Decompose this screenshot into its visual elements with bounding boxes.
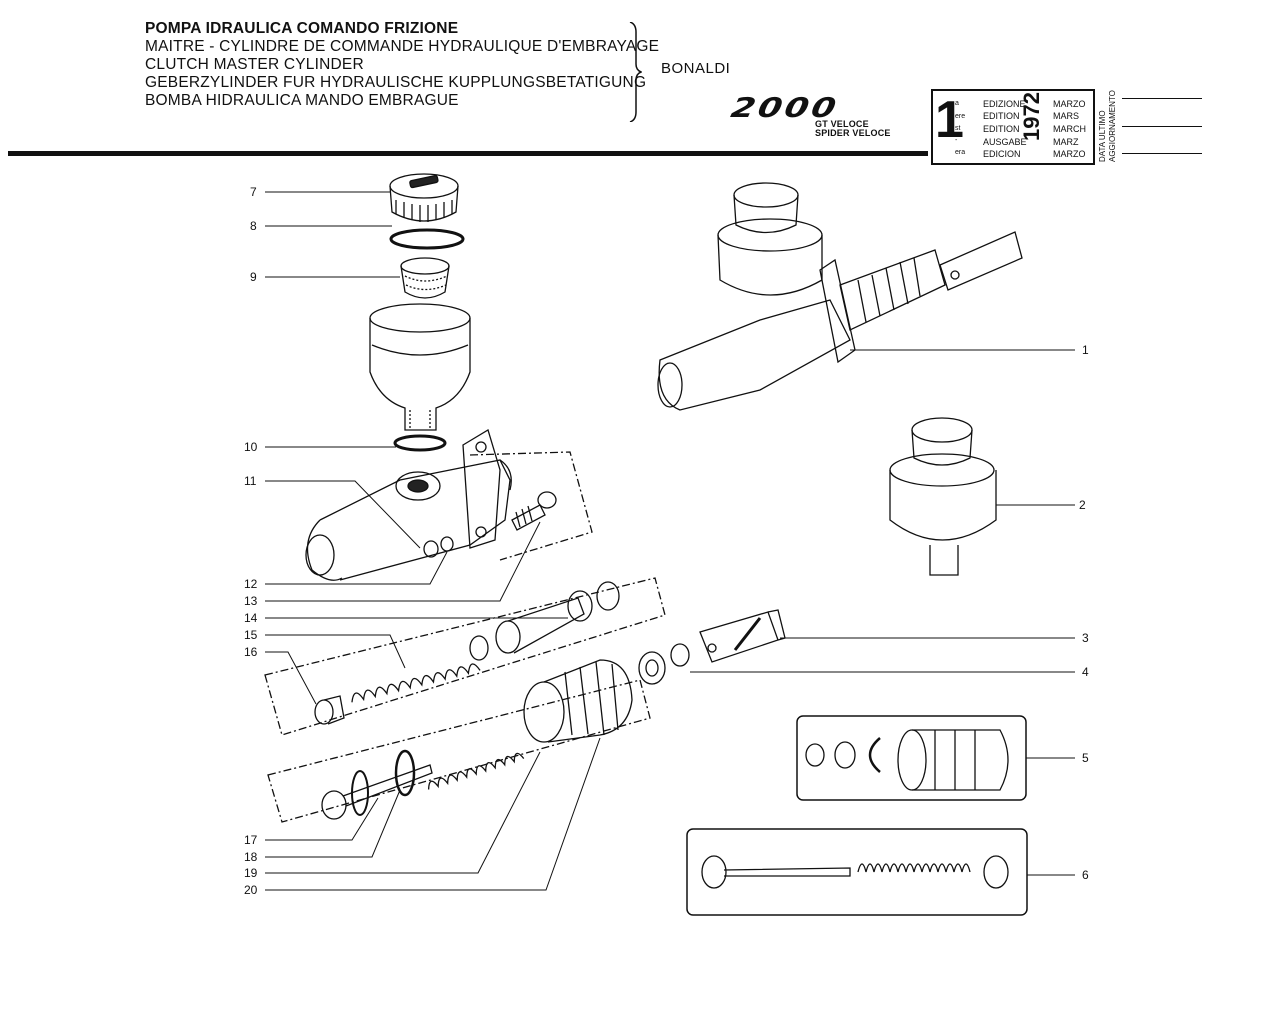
assembled-cylinder-part — [657, 182, 1023, 411]
edition-label: EDICION — [983, 149, 1021, 159]
edition-suffix: ere — [955, 113, 966, 120]
callout-15: 15 — [244, 628, 258, 642]
update-line — [1122, 126, 1202, 127]
edition-month: MARZO — [1053, 99, 1086, 109]
title-french: MAITRE - CYLINDRE DE COMMANDE HYDRAULIQU… — [145, 38, 660, 55]
callout-18: 18 — [244, 850, 258, 864]
leader-lines — [265, 191, 1075, 891]
callout-7: 7 — [250, 185, 257, 199]
spare-reservoir-part — [889, 417, 997, 576]
edition-suffix: - — [955, 137, 958, 144]
kit-5-parts — [805, 729, 1009, 791]
filter-cup-part — [400, 257, 450, 299]
callout-4: 4 — [1082, 665, 1089, 679]
bolt-part — [511, 491, 557, 531]
edition-suffix: st — [955, 125, 961, 132]
o-ring-part — [393, 434, 447, 452]
piston-part — [469, 581, 620, 661]
cylinder-body-part — [305, 429, 512, 581]
kit-6-frame — [686, 828, 1028, 916]
pushrod-part — [321, 764, 433, 820]
spring-part — [351, 663, 481, 703]
callout-17: 17 — [244, 833, 258, 847]
callout-20: 20 — [244, 883, 258, 897]
edition-month: MARCH — [1053, 124, 1086, 134]
edition-month: MARZ — [1053, 137, 1079, 147]
edition-label: EDIZIONE — [983, 99, 1026, 109]
reservoir-body-part — [369, 303, 471, 431]
model-sub-spider: SPIDER VELOCE — [815, 128, 891, 138]
valve-seat-part — [314, 695, 345, 725]
callout-2: 2 — [1079, 498, 1086, 512]
rubber-boot-part — [523, 659, 633, 743]
update-line — [1122, 98, 1202, 99]
title-italian: POMPA IDRAULICA COMANDO FRIZIONE — [145, 20, 459, 37]
title-english: CLUTCH MASTER CYLINDER — [145, 56, 364, 73]
title-block: POMPA IDRAULICA COMANDO FRIZIONE MAITRE … — [145, 20, 660, 110]
reservoir-cap-part — [389, 173, 459, 222]
edition-month: MARS — [1053, 111, 1080, 121]
callout-19: 19 — [244, 866, 258, 880]
edition-label: EDITION — [983, 111, 1020, 121]
edition-suffix: era — [955, 149, 966, 156]
model-sub-gt: GT VELOCE — [815, 119, 869, 129]
header-rule — [8, 151, 928, 156]
title-spanish: BOMBA HIDRAULICA MANDO EMBRAGUE — [145, 92, 459, 109]
kit-6-parts — [701, 855, 1009, 889]
edition-label: AUSGABE — [983, 137, 1027, 147]
title-brace — [629, 22, 642, 122]
update-line — [1122, 153, 1202, 154]
callout-6: 6 — [1082, 868, 1089, 882]
callout-3: 3 — [1082, 631, 1089, 645]
return-spring-part — [427, 752, 525, 790]
callout-10: 10 — [244, 440, 258, 454]
edition-label: EDITION — [983, 124, 1020, 134]
manufacturer-label: BONALDI — [661, 60, 731, 77]
title-german: GEBERZYLINDER FUR HYDRAULISCHE KUPPLUNGS… — [145, 74, 647, 91]
callout-13: 13 — [244, 594, 258, 608]
clevis-part — [699, 609, 786, 663]
page-header: POMPA IDRAULICA COMANDO FRIZIONE MAITRE … — [0, 0, 1280, 170]
callout-11: 11 — [244, 474, 257, 488]
callout-8: 8 — [250, 219, 257, 233]
callout-12: 12 — [244, 577, 258, 591]
callout-16: 16 — [244, 645, 258, 659]
edition-number: 1 — [935, 91, 964, 149]
seal-ring-part — [389, 228, 465, 250]
edition-month: MARZO — [1053, 149, 1086, 159]
callout-5: 5 — [1082, 751, 1089, 765]
kit-5-frame — [796, 715, 1027, 801]
callout-1: 1 — [1082, 343, 1089, 357]
edition-suffix: a — [955, 100, 959, 107]
callout-9: 9 — [250, 270, 257, 284]
edition-box: 1 a ere st - era EDIZIONE EDITION EDITIO… — [931, 89, 1095, 165]
callout-14: 14 — [244, 611, 258, 625]
